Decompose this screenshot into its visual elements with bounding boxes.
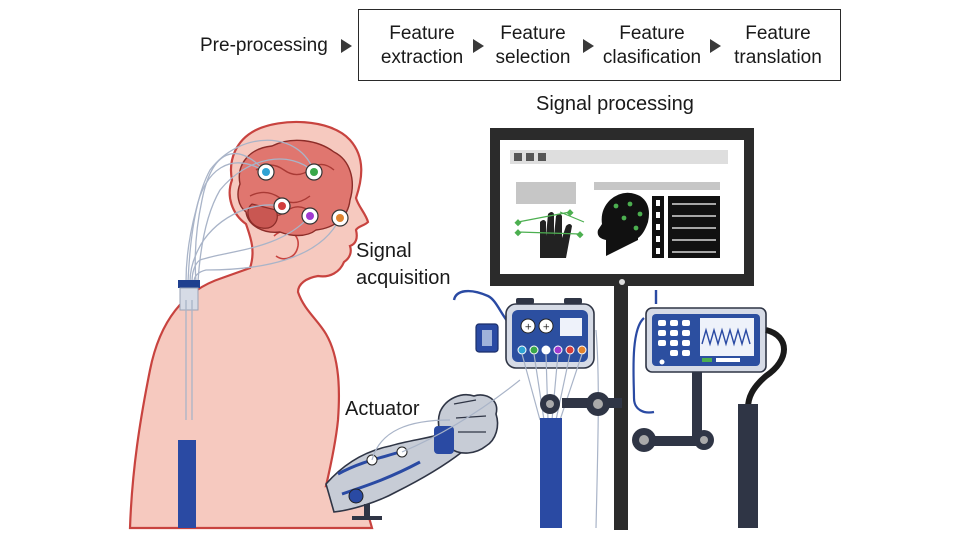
pipeline-box xyxy=(358,9,841,81)
arrow-icon xyxy=(341,39,352,53)
step-line1: Feature xyxy=(619,23,685,44)
step-feature-clasification: Feature clasification xyxy=(597,22,707,70)
signal-acquisition-line2: acquisition xyxy=(356,267,451,289)
arrow-icon xyxy=(583,39,594,53)
hand-icon xyxy=(540,212,572,258)
step-line1: Feature xyxy=(389,23,455,44)
electrodes xyxy=(257,163,349,227)
svg-text:+: + xyxy=(525,323,533,333)
step-feature-selection: Feature selection xyxy=(488,22,578,70)
waveform xyxy=(701,327,751,347)
step-line2: clasification xyxy=(602,47,702,68)
monitor xyxy=(490,128,754,530)
prosthetic-arm xyxy=(325,379,521,520)
person xyxy=(128,120,374,530)
signal-acquisition-label: Signal acquisition xyxy=(356,238,451,292)
signal-processing-label: Signal processing xyxy=(536,93,694,115)
step-feature-translation: Feature translation xyxy=(726,22,830,70)
cerebellum xyxy=(247,203,278,229)
svg-text:+: + xyxy=(543,323,551,333)
arrow-icon xyxy=(473,39,484,53)
actuator-label: Actuator xyxy=(345,398,420,420)
step-feature-extraction: Feature extraction xyxy=(372,22,472,70)
head-silhouette-icon xyxy=(597,192,649,256)
step-line2: selection xyxy=(495,47,571,68)
eeg-cable-bundle xyxy=(178,280,200,528)
signal-acquisition-line1: Signal xyxy=(356,240,412,262)
step-line1: Feature xyxy=(500,23,566,44)
step-line2: translation xyxy=(734,47,822,68)
pre-processing-label: Pre-processing xyxy=(200,35,328,56)
eeg-wires xyxy=(185,139,341,283)
arrow-icon xyxy=(710,39,721,53)
step-line1: Feature xyxy=(745,23,811,44)
signal-processing-device xyxy=(632,290,787,528)
acquisition-device: + + xyxy=(452,289,622,529)
step-line2: extraction xyxy=(380,47,464,68)
